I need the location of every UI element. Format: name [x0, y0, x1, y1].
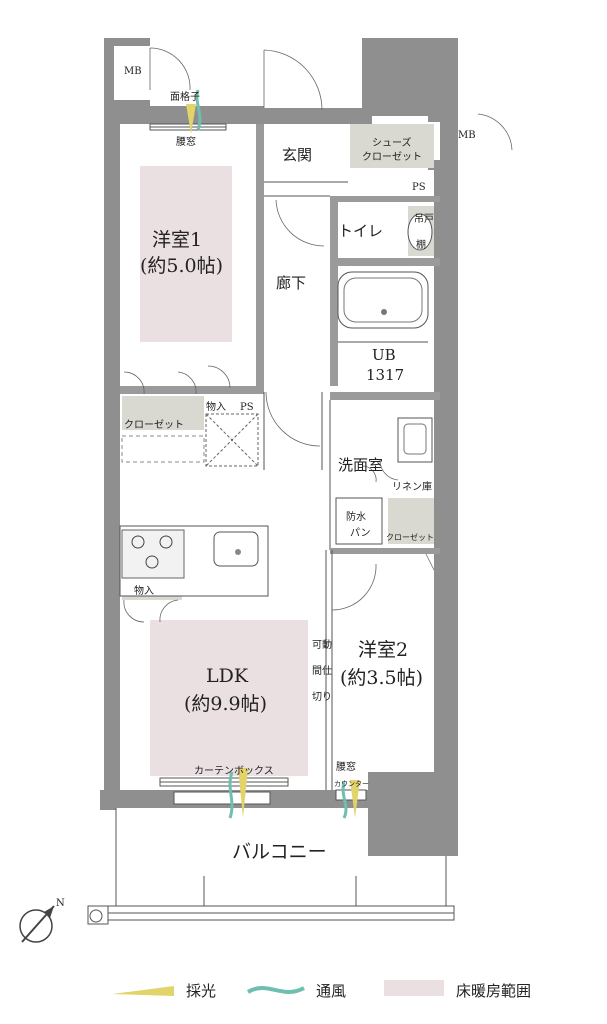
waist-window-label: 腰窓: [176, 135, 196, 148]
western1-size: (約5.0帖): [140, 255, 223, 277]
hanging-shelf-label-1: 吊戸: [414, 213, 434, 225]
balcony-label: バルコニー: [232, 841, 327, 863]
waterproof-pan: [335, 497, 383, 545]
partition-label-1: 可動: [312, 638, 332, 651]
ub-label: UB: [372, 346, 396, 364]
washbasin: [397, 417, 433, 463]
ps-label-mid: PS: [240, 402, 254, 413]
floor-heating-legend-label: 床暖房範囲: [456, 982, 531, 1000]
floor-heating-legend-swatch: [384, 980, 444, 996]
linen-label: リネン庫: [392, 480, 432, 493]
compass-icon: [19, 905, 55, 943]
closet-washroom: [388, 498, 434, 544]
toilet-label: トイレ: [338, 222, 383, 240]
floor-heating-western1: [140, 166, 232, 342]
mb-left-label: MB: [124, 66, 142, 77]
doors: [123, 47, 513, 623]
counter-label: カウンター: [334, 779, 369, 788]
shoe-closet: [350, 124, 434, 168]
shoe-closet-label-1: シューズ: [372, 136, 412, 149]
ldk-size: (約9.9帖): [184, 693, 267, 715]
compass-label: N: [56, 898, 65, 909]
storage-label-2: 物入: [134, 584, 154, 597]
storage-label-1: 物入: [206, 400, 226, 413]
ventilation-legend-icon: [246, 986, 305, 994]
partition-label-3: 切り: [312, 691, 332, 703]
entrance-label: 玄関: [282, 146, 312, 164]
curtain-box-label: カーテンボックス: [194, 765, 274, 777]
western2-name: 洋室2: [358, 639, 408, 661]
hanging-shelf-label-2: 棚: [416, 238, 426, 251]
washroom-label: 洗面室: [338, 456, 383, 474]
waist-window-label-2: 腰窓: [336, 760, 356, 773]
airflow-marks: [186, 89, 360, 819]
storage-box: [205, 413, 259, 467]
western2-size: (約3.5帖): [340, 667, 423, 689]
ub-size-label: 1317: [366, 366, 404, 384]
partition-label-2: 間仕: [312, 664, 332, 677]
mb-right-label: MB: [458, 130, 476, 141]
toilet-fixture: [407, 213, 433, 251]
closet-western1: [122, 396, 204, 430]
waterproof-pan-label-1: 防水: [346, 510, 366, 523]
ps-label-top: PS: [412, 182, 426, 193]
daylight-legend-icon: [112, 986, 174, 996]
lattice-label: 面格子: [170, 90, 200, 103]
western1-name: 洋室1: [152, 229, 202, 251]
corridor-label: 廊下: [276, 274, 306, 292]
kitchen-counter: [119, 525, 269, 597]
walls: [100, 38, 458, 856]
ventilation-legend-label: 通風: [316, 982, 346, 1000]
windows: [149, 123, 367, 805]
waterproof-pan-label-2: パン: [350, 527, 371, 539]
bathtub: [337, 271, 429, 343]
shoe-closet-label-2: クローゼット: [362, 151, 422, 163]
interior-lines: [120, 124, 440, 790]
ldk-name: LDK: [206, 665, 249, 687]
closet-label-western1: クローゼット: [124, 419, 184, 431]
floor-heating-ldk: [150, 620, 308, 776]
balcony: [87, 808, 455, 925]
closet-label-washroom: クローゼット: [386, 532, 434, 542]
daylight-legend-label: 採光: [186, 982, 216, 1000]
